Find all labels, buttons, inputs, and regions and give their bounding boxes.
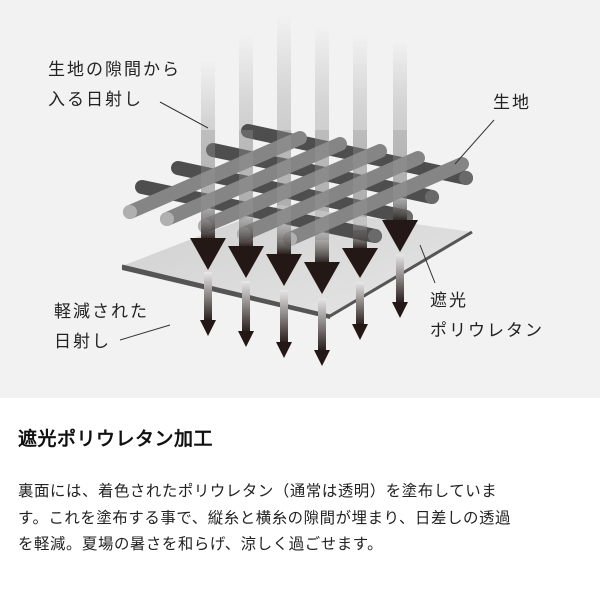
blocked-light-arrows xyxy=(190,200,418,294)
label-line: 生地の隙間から xyxy=(48,60,181,80)
label-line: 遮光 xyxy=(430,291,468,311)
label-line: 軽減された xyxy=(54,302,149,322)
gap-sunlight-label: 生地の隙間から 入る日射し xyxy=(48,55,181,115)
leader-lines xyxy=(119,101,495,341)
label-line: 生地 xyxy=(493,93,531,113)
shading-diagram: 生地の隙間から 入る日射し 生地 軽減された 日射し 遮光 ポリウレタン xyxy=(0,0,600,398)
reduced-sunlight-label: 軽減された 日射し xyxy=(54,297,149,357)
label-line: 入る日射し xyxy=(48,90,143,110)
polyurethane-label: 遮光 ポリウレタン xyxy=(430,286,544,346)
description-line: 裏面には、着色されたポリウレタン（通常は透明）を塗布していま xyxy=(18,482,498,500)
description-line: す。これを塗布する事で、縦糸と横糸の隙間が埋まり、日差しの透過 xyxy=(18,508,511,527)
fabric-weave xyxy=(123,124,473,246)
fabric-label: 生地 xyxy=(493,88,531,118)
label-line: ポリウレタン xyxy=(430,321,544,341)
section-title: 遮光ポリウレタン加工 xyxy=(18,428,214,450)
reduced-light-arrows xyxy=(200,254,408,366)
label-line: 日射し xyxy=(54,332,111,352)
description-line: を軽減。夏場の暑さを和らげ、涼しく過ごせます。 xyxy=(18,535,384,553)
section-description: 裏面には、着色されたポリウレタン（通常は透明）を塗布していま す。これを塗布する… xyxy=(18,478,588,558)
fabric-light-diagram xyxy=(119,15,495,366)
